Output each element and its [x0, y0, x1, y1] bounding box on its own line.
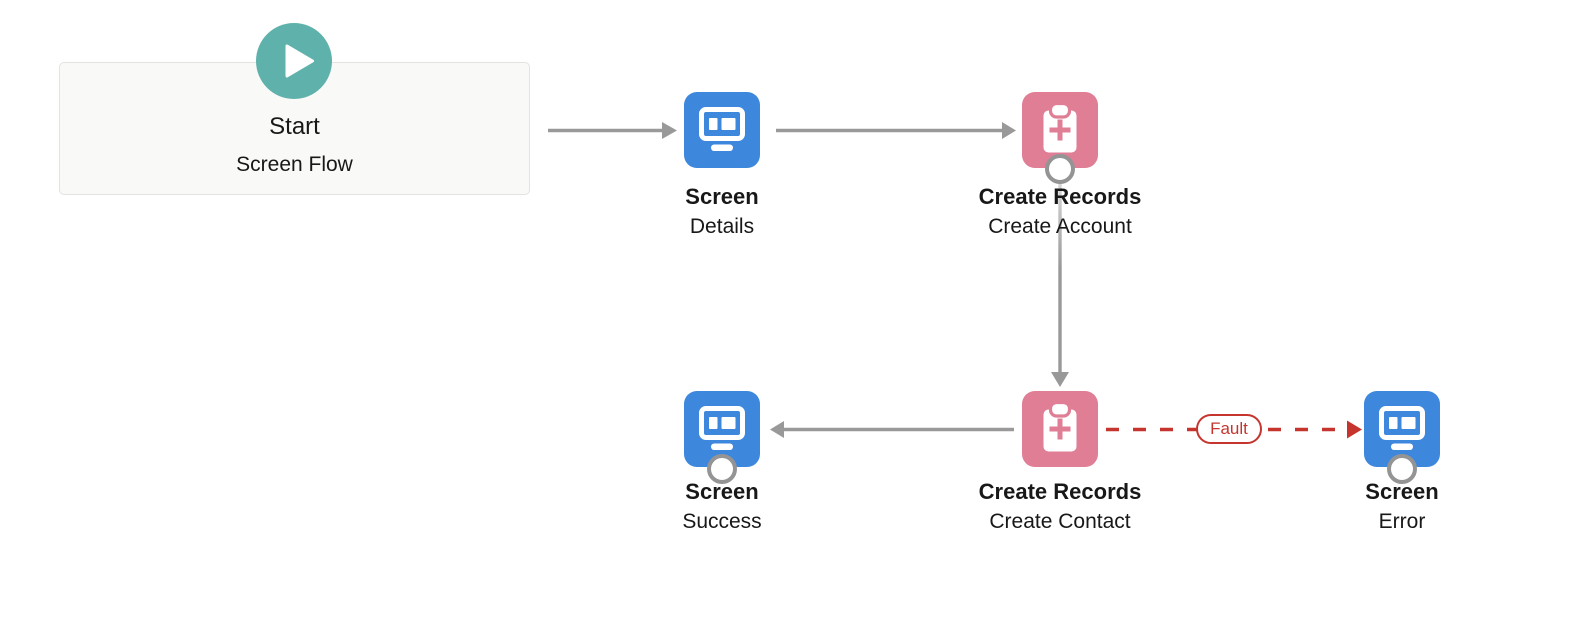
- node-type-label: Create Records: [978, 184, 1142, 209]
- connector-port-account[interactable]: [1045, 154, 1075, 184]
- node-create-records-contact[interactable]: [1022, 391, 1098, 467]
- node-screen-success[interactable]: [684, 391, 760, 467]
- node-screen-error[interactable]: [1364, 391, 1440, 467]
- node-name-label: Success: [682, 510, 762, 533]
- fault-connector-label[interactable]: Fault: [1196, 414, 1262, 444]
- connector-port-success[interactable]: [707, 454, 737, 484]
- node-type-label: Screen: [685, 479, 759, 504]
- screen-icon: [684, 391, 760, 467]
- create-records-icon: [1022, 92, 1098, 168]
- node-name-label: Create Account: [988, 215, 1132, 238]
- start-node-subtitle: Screen Flow: [236, 153, 353, 176]
- connector-start-to-details[interactable]: [548, 122, 677, 139]
- screen-icon: [1364, 391, 1440, 467]
- create-records-icon: [1022, 391, 1098, 467]
- start-node-title: Start: [269, 113, 320, 140]
- node-screen-details[interactable]: [684, 92, 760, 168]
- connector-contact-to-success[interactable]: [770, 421, 1014, 438]
- node-type-label: Screen: [1365, 479, 1439, 504]
- screen-icon: [684, 92, 760, 168]
- play-icon: [256, 23, 332, 99]
- node-create-records-account[interactable]: [1022, 92, 1098, 168]
- node-type-label: Screen: [685, 184, 759, 209]
- node-name-label: Error: [1378, 510, 1426, 533]
- connector-details-to-account[interactable]: [776, 122, 1016, 139]
- node-type-label: Create Records: [978, 479, 1142, 504]
- connector-account-to-contact[interactable]: [1051, 182, 1069, 387]
- node-name-label: Details: [689, 215, 755, 238]
- connector-port-error[interactable]: [1387, 454, 1417, 484]
- node-name-label: Create Contact: [989, 510, 1131, 533]
